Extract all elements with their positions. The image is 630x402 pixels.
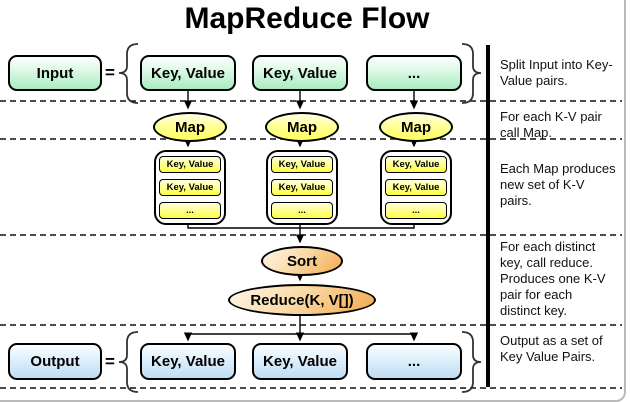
output-brace-left: [118, 331, 139, 393]
output-kv-item-1: Key, Value: [140, 343, 236, 380]
input-kv-item-2: Key, Value: [252, 55, 348, 91]
input-kv-item-1: Key, Value: [140, 55, 236, 91]
input-equals-sign: =: [105, 63, 115, 82]
output-brace-right: [461, 331, 482, 393]
output-equals-sign: =: [105, 352, 115, 371]
annotation-split-input: Split Input into Key-Value pairs.: [500, 57, 613, 88]
annotation-reduce: For each distinct key, call reduce. Prod…: [500, 239, 606, 318]
annotation-call-map: For each K-V pair call Map.: [500, 109, 602, 140]
map-output-container-2: Key, Value Key, Value ...: [266, 150, 338, 225]
map-node-3: Map: [379, 112, 453, 142]
map-output-container-3: Key, Value Key, Value ...: [380, 150, 452, 225]
annotation-output: Output as a set of Key Value Pairs.: [500, 333, 603, 364]
output-node: Output: [8, 343, 102, 380]
map-node-2: Map: [265, 112, 339, 142]
map3-output-ellipsis: ...: [385, 202, 447, 219]
page-title: MapReduce Flow: [184, 2, 430, 35]
reduce-node: Reduce(K, V[]): [228, 284, 376, 316]
annotation-map-output: Each Map produces new set of K-V pairs.: [500, 161, 616, 208]
map-output-container-1: Key, Value Key, Value ...: [154, 150, 226, 225]
output-kv-item-2: Key, Value: [252, 343, 348, 380]
input-brace-left: [118, 43, 139, 104]
map3-output-kv-2: Key, Value: [385, 179, 447, 196]
map-node-1: Map: [153, 112, 227, 142]
map2-output-kv-1: Key, Value: [271, 156, 333, 173]
input-node: Input: [8, 55, 102, 91]
output-kv-item-3: ...: [366, 343, 462, 380]
input-brace-right: [461, 43, 482, 104]
map1-output-kv-2: Key, Value: [159, 179, 221, 196]
sort-node: Sort: [261, 246, 343, 276]
map3-output-kv-1: Key, Value: [385, 156, 447, 173]
map1-output-kv-1: Key, Value: [159, 156, 221, 173]
map2-output-ellipsis: ...: [271, 202, 333, 219]
map2-output-kv-2: Key, Value: [271, 179, 333, 196]
map1-output-ellipsis: ...: [159, 202, 221, 219]
input-kv-item-3: ...: [366, 55, 462, 91]
